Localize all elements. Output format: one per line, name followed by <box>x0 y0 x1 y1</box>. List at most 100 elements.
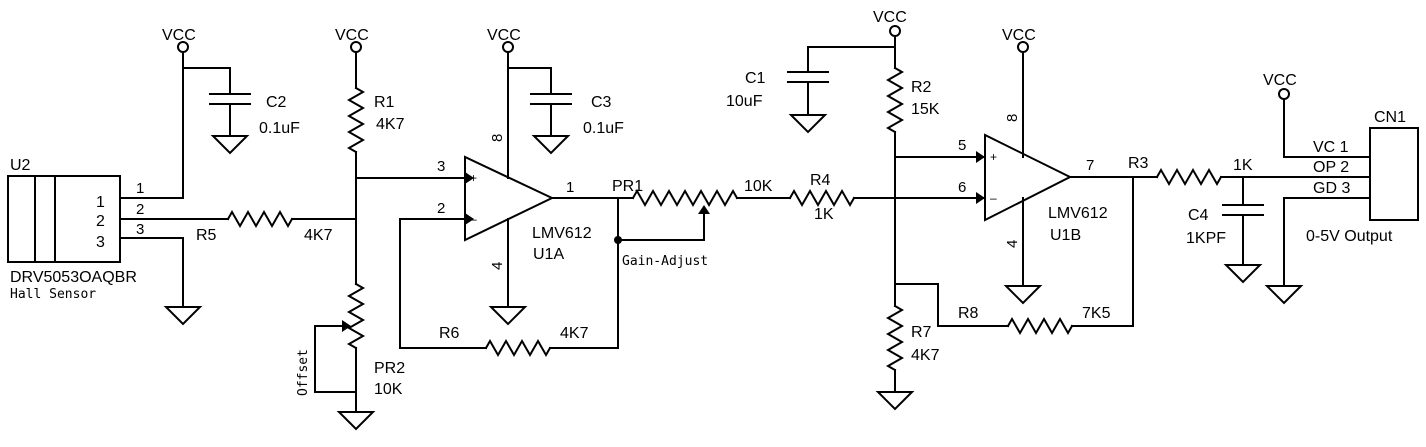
r3-ref: R3 <box>1128 155 1149 172</box>
cn1-pin-gd: GD 3 <box>1313 180 1350 197</box>
ground-r7-symbol <box>875 391 915 411</box>
r6-ref: R6 <box>439 325 460 342</box>
u2-hall-sensor: U2 1 2 3 DRV5053OAQBR Hall Sensor 1 2 3 <box>7 51 229 326</box>
ground-u1b-symbol <box>1003 285 1043 305</box>
ground-c1-symbol <box>788 114 828 134</box>
c4-capacitor: C4 1KPF <box>1186 176 1264 284</box>
pr2-potentiometer: PR2 10K Offset <box>296 282 405 431</box>
u1b-pin-vminus: 4 <box>1004 240 1021 248</box>
u1b-part: LMV612 <box>1048 205 1108 222</box>
r7-ref: R7 <box>911 324 932 341</box>
r4-zigzag <box>788 188 856 208</box>
r7-resistor: R7 4K7 <box>875 197 940 411</box>
pr2-wiper <box>314 325 343 393</box>
r8-resistor: R8 7K5 <box>894 176 1134 336</box>
u1a-pin-in-pos: 3 <box>437 158 445 175</box>
u1b-pin-vplus: 8 <box>1004 114 1021 122</box>
wire-u2-pin1 <box>119 51 184 199</box>
c3-ref: C3 <box>591 94 612 111</box>
u1b-pin-out: 7 <box>1086 157 1094 174</box>
pr1-value: 10K <box>744 178 773 195</box>
wire-cn1-vc <box>1283 98 1371 158</box>
r2-ref: R2 <box>911 79 932 96</box>
vcc-cn1: VCC <box>1263 72 1297 100</box>
wire-r6-right <box>549 197 619 349</box>
u2-desc: Hall Sensor <box>10 287 96 302</box>
c3-value: 0.1uF <box>583 120 624 137</box>
u1a-pin-vplus: 8 <box>489 134 506 142</box>
u1b-pin-in-neg: 6 <box>958 179 966 196</box>
cn1-ref: CN1 <box>1374 109 1406 126</box>
wire-u2-pin3 <box>119 237 184 308</box>
pr1-potentiometer: PR1 10K Gain-Adjust <box>612 178 791 269</box>
pr2-ref: PR2 <box>374 360 405 377</box>
r8-value: 7K5 <box>1082 305 1111 322</box>
u2-pin3-num: 3 <box>96 234 105 251</box>
vcc-label: VCC <box>873 9 907 26</box>
wire-c3-top <box>507 67 552 95</box>
r1-resistor: R1 4K7 <box>346 51 405 285</box>
c4-ref: C4 <box>1188 207 1209 224</box>
r7-zigzag <box>885 304 905 372</box>
r1-zigzag <box>346 86 366 154</box>
r7-value: 4K7 <box>911 347 940 364</box>
pr2-value: 10K <box>374 381 403 398</box>
u1b-plus-sign: + <box>990 150 997 164</box>
vcc-r2: VCC <box>873 9 907 37</box>
vcc-terminal <box>502 41 514 53</box>
u1a-pin-out: 1 <box>566 179 574 196</box>
c2-value: 0.1uF <box>259 120 300 137</box>
wire-r8-right <box>1071 176 1134 327</box>
pr1-zigzag <box>631 188 739 208</box>
vcc-label: VCC <box>162 27 196 44</box>
r6-resistor: R6 4K7 <box>399 197 619 358</box>
cn1-caption: 0-5V Output <box>1306 228 1393 245</box>
u2-pin2-label: 2 <box>136 201 144 218</box>
r5-zigzag <box>226 209 294 229</box>
ground-pr2-symbol <box>336 411 376 431</box>
u1b-ref: U1B <box>1050 227 1081 244</box>
cn1-body <box>1369 127 1419 221</box>
ground-u1a-symbol <box>488 306 528 326</box>
u2-pin1-label: 1 <box>136 180 144 197</box>
vcc-u1a: VCC <box>487 27 521 53</box>
vcc-label: VCC <box>335 27 369 44</box>
wire-c2-top <box>182 67 231 95</box>
vcc-terminal <box>177 41 189 53</box>
r2-value: 15K <box>911 101 940 118</box>
r1-value: 4K7 <box>376 116 405 133</box>
u1b-opamp: + – 8 4 7 LMV612 U1B <box>984 51 1158 305</box>
c1-ref: C1 <box>745 70 766 87</box>
r4-ref: R4 <box>810 172 831 189</box>
u1b-minus-sign: – <box>990 191 997 205</box>
vcc-r1: VCC <box>335 27 369 53</box>
pr2-label: Offset <box>296 349 311 396</box>
u1a-minus-sign: – <box>470 212 477 226</box>
wire-r6-left <box>399 218 487 349</box>
u2-pin3-label: 3 <box>136 221 144 238</box>
ground-u2-symbol <box>163 306 203 326</box>
r5-resistor: R5 4K7 <box>196 209 357 244</box>
vcc-u2: VCC <box>162 27 196 53</box>
vcc-label: VCC <box>1002 27 1036 44</box>
u1a-plus-sign: + <box>470 171 477 185</box>
r2-resistor: R2 15K <box>885 35 940 199</box>
u1b-body <box>984 133 1073 222</box>
r3-resistor: R3 1K <box>1128 155 1371 187</box>
pr1-ref: PR1 <box>612 178 643 195</box>
pr1-wiper-arrow <box>698 205 710 214</box>
ground-c2-symbol <box>210 135 250 155</box>
cn1-pin-vc: VC 1 <box>1313 139 1349 156</box>
c1-capacitor: C1 10uF <box>726 46 896 134</box>
r8-ref: R8 <box>958 305 979 322</box>
r1-ref: R1 <box>374 94 395 111</box>
ground-cn1-symbol <box>1264 285 1304 305</box>
vcc-terminal <box>1017 41 1029 53</box>
cn1-pin-op: OP 2 <box>1313 159 1349 176</box>
u1a-pin-vminus: 4 <box>489 262 506 270</box>
vcc-terminal <box>889 25 901 37</box>
c2-capacitor: C2 0.1uF <box>182 67 300 155</box>
vcc-label: VCC <box>1263 72 1297 89</box>
cn1-connector: CN1 VC 1 OP 2 GD 3 0-5V Output <box>1264 98 1419 305</box>
ground-c4-symbol <box>1223 264 1263 284</box>
